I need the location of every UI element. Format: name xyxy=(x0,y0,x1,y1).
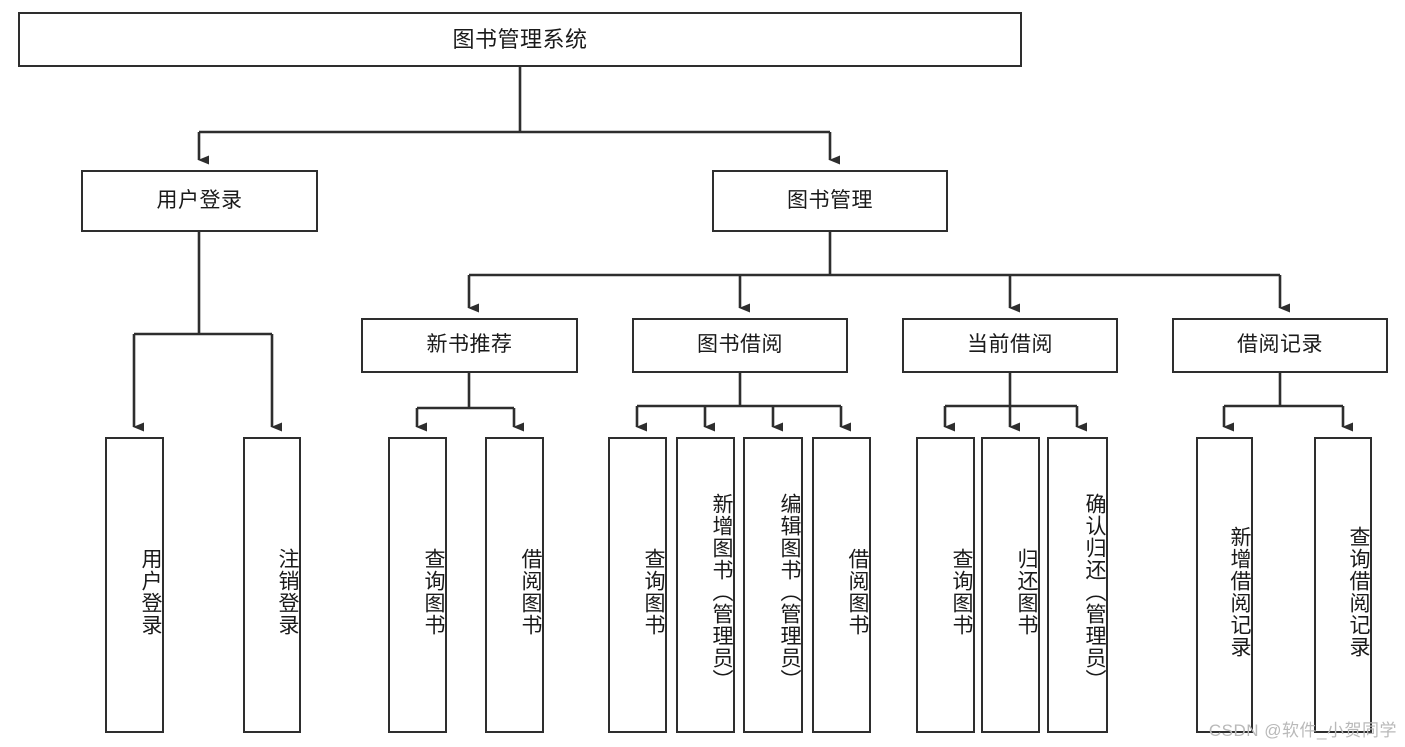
node-leaf-borrow-book-recommend[interactable]: 借阅图书 xyxy=(485,437,544,733)
node-label: 确认归还（管理员） xyxy=(1083,493,1106,691)
node-leaf-add-book-admin[interactable]: 新增图书（管理员） xyxy=(676,437,735,733)
node-leaf-edit-book-admin[interactable]: 编辑图书（管理员） xyxy=(743,437,803,733)
node-label: 注销登录 xyxy=(276,548,299,636)
node-label: 查询借阅记录 xyxy=(1347,526,1370,658)
node-new-book-recommend[interactable]: 新书推荐 xyxy=(361,318,578,373)
node-label: 查询图书 xyxy=(422,548,445,636)
node-leaf-query-book-recommend[interactable]: 查询图书 xyxy=(388,437,447,733)
node-leaf-user-login[interactable]: 用户登录 xyxy=(105,437,164,733)
node-label: 新增图书（管理员） xyxy=(710,493,733,691)
node-label: 借阅图书 xyxy=(846,548,869,636)
node-label: 查询图书 xyxy=(950,548,973,636)
node-label: 用户登录 xyxy=(139,548,162,636)
node-book-management[interactable]: 图书管理 xyxy=(712,170,948,232)
node-label: 新书推荐 xyxy=(426,333,513,357)
node-borrow-record[interactable]: 借阅记录 xyxy=(1172,318,1388,373)
node-label: 查询图书 xyxy=(642,548,665,636)
node-book-borrow[interactable]: 图书借阅 xyxy=(632,318,848,373)
node-leaf-query-book-current[interactable]: 查询图书 xyxy=(916,437,975,733)
node-leaf-borrow-book-borrow[interactable]: 借阅图书 xyxy=(812,437,871,733)
node-label: 编辑图书（管理员） xyxy=(778,493,801,691)
node-leaf-add-borrow-record[interactable]: 新增借阅记录 xyxy=(1196,437,1253,733)
csdn-watermark: CSDN @软件_小贺同学 xyxy=(1208,721,1397,740)
node-label: 图书管理 xyxy=(787,188,873,212)
node-user-login[interactable]: 用户登录 xyxy=(81,170,318,232)
node-label: 归还图书 xyxy=(1015,548,1038,636)
node-label: 图书借阅 xyxy=(697,333,783,357)
node-label: 新增借阅记录 xyxy=(1228,526,1251,658)
node-leaf-query-book-borrow[interactable]: 查询图书 xyxy=(608,437,667,733)
node-label: 借阅图书 xyxy=(519,548,542,636)
node-leaf-confirm-return-admin[interactable]: 确认归还（管理员） xyxy=(1047,437,1108,733)
node-label: 图书管理系统 xyxy=(452,26,588,52)
node-leaf-logout-login[interactable]: 注销登录 xyxy=(243,437,301,733)
node-label: 借阅记录 xyxy=(1237,333,1323,357)
node-book-management-system[interactable]: 图书管理系统 xyxy=(18,12,1022,67)
node-leaf-return-book[interactable]: 归还图书 xyxy=(981,437,1040,733)
node-label: 用户登录 xyxy=(156,188,243,212)
node-leaf-query-borrow-record[interactable]: 查询借阅记录 xyxy=(1314,437,1372,733)
node-label: 当前借阅 xyxy=(967,333,1053,357)
node-current-borrow[interactable]: 当前借阅 xyxy=(902,318,1118,373)
